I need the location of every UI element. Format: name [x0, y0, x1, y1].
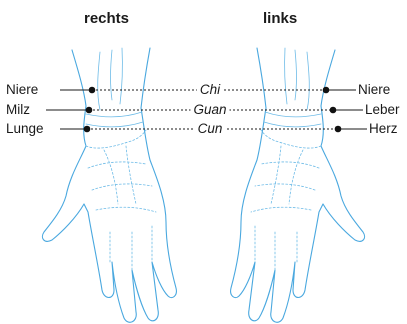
- right-palm-creases: [251, 130, 321, 270]
- title-rechts: rechts: [84, 10, 129, 27]
- point-right-guan: [330, 107, 337, 114]
- point-left-chi: [89, 87, 96, 94]
- left-palm-creases: [86, 130, 156, 270]
- pulse-guan: Guan: [190, 102, 229, 118]
- label-right-leber: Leber: [365, 102, 400, 118]
- label-right-herz: Herz: [369, 121, 398, 137]
- point-right-cun: [335, 126, 342, 133]
- left-hand: [42, 48, 176, 322]
- point-right-chi: [323, 87, 330, 94]
- point-left-cun: [84, 126, 91, 133]
- label-left-niere: Niere: [6, 82, 38, 98]
- label-right-niere: Niere: [358, 82, 390, 98]
- title-links: links: [263, 10, 297, 27]
- pulse-cun: Cun: [195, 121, 226, 137]
- right-wrist-crease: [264, 112, 321, 127]
- left-forearm-tendons: [98, 48, 123, 110]
- label-left-lunge: Lunge: [6, 121, 44, 137]
- left-palm-outline: [42, 106, 176, 322]
- right-hand: [231, 48, 365, 322]
- left-wrist-crease: [86, 112, 143, 127]
- right-palm-outline: [231, 106, 365, 322]
- point-left-guan: [86, 107, 93, 114]
- label-left-milz: Milz: [6, 102, 30, 118]
- pulse-chi: Chi: [197, 82, 223, 98]
- right-forearm-tendons: [285, 48, 310, 110]
